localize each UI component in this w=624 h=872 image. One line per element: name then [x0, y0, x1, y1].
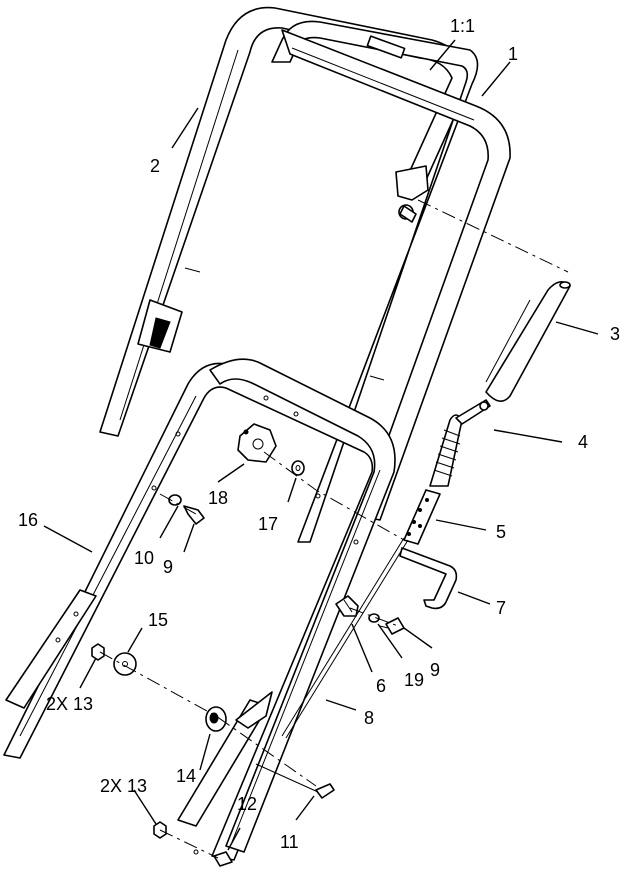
callout-2: 2	[150, 156, 160, 176]
callout-3: 3	[610, 324, 620, 344]
callout-13-lower: 2X 13	[100, 776, 147, 796]
bolt-11	[255, 763, 335, 799]
callout-11: 11	[280, 832, 299, 852]
callout-1-1: 1:1	[450, 16, 475, 36]
washer-10	[168, 494, 182, 506]
callout-18: 18	[208, 488, 228, 508]
washer-19	[368, 613, 380, 623]
lower-handle	[3, 358, 396, 861]
callout-15: 15	[148, 610, 168, 630]
bolt-12	[213, 851, 233, 867]
callout-8: 8	[364, 708, 374, 728]
control-bar-7	[399, 547, 458, 610]
callout-4: 4	[578, 432, 588, 452]
knob-18	[237, 423, 277, 463]
callout-labels: 1:1 1 2 3 4 5 6 7 8 9 9 10 11 12 2X 13 2…	[18, 16, 620, 852]
callout-9-right: 9	[430, 660, 440, 680]
callout-17: 17	[258, 514, 278, 534]
grip-3	[485, 281, 571, 402]
nut-13-upper	[91, 643, 105, 661]
callout-19: 19	[404, 670, 424, 690]
callout-7: 7	[496, 598, 506, 618]
wheel-spacer-14	[205, 706, 227, 732]
callout-10: 10	[134, 548, 154, 568]
callout-12: 12	[237, 794, 257, 814]
leader-lines	[43, 39, 599, 851]
spring-4	[429, 399, 491, 487]
callout-16: 16	[18, 510, 38, 530]
washer-17	[291, 460, 305, 476]
callout-13-upper: 2X 13	[46, 694, 93, 714]
washer-15	[113, 652, 137, 676]
callout-14: 14	[176, 766, 196, 786]
assembly-lines	[99, 199, 569, 859]
callout-6: 6	[376, 676, 386, 696]
upper-handle	[99, 6, 511, 543]
callout-9-left: 9	[163, 557, 173, 577]
callout-5: 5	[496, 522, 506, 542]
link-5	[403, 489, 441, 545]
cable-8	[281, 537, 409, 739]
callout-1: 1	[508, 44, 518, 64]
